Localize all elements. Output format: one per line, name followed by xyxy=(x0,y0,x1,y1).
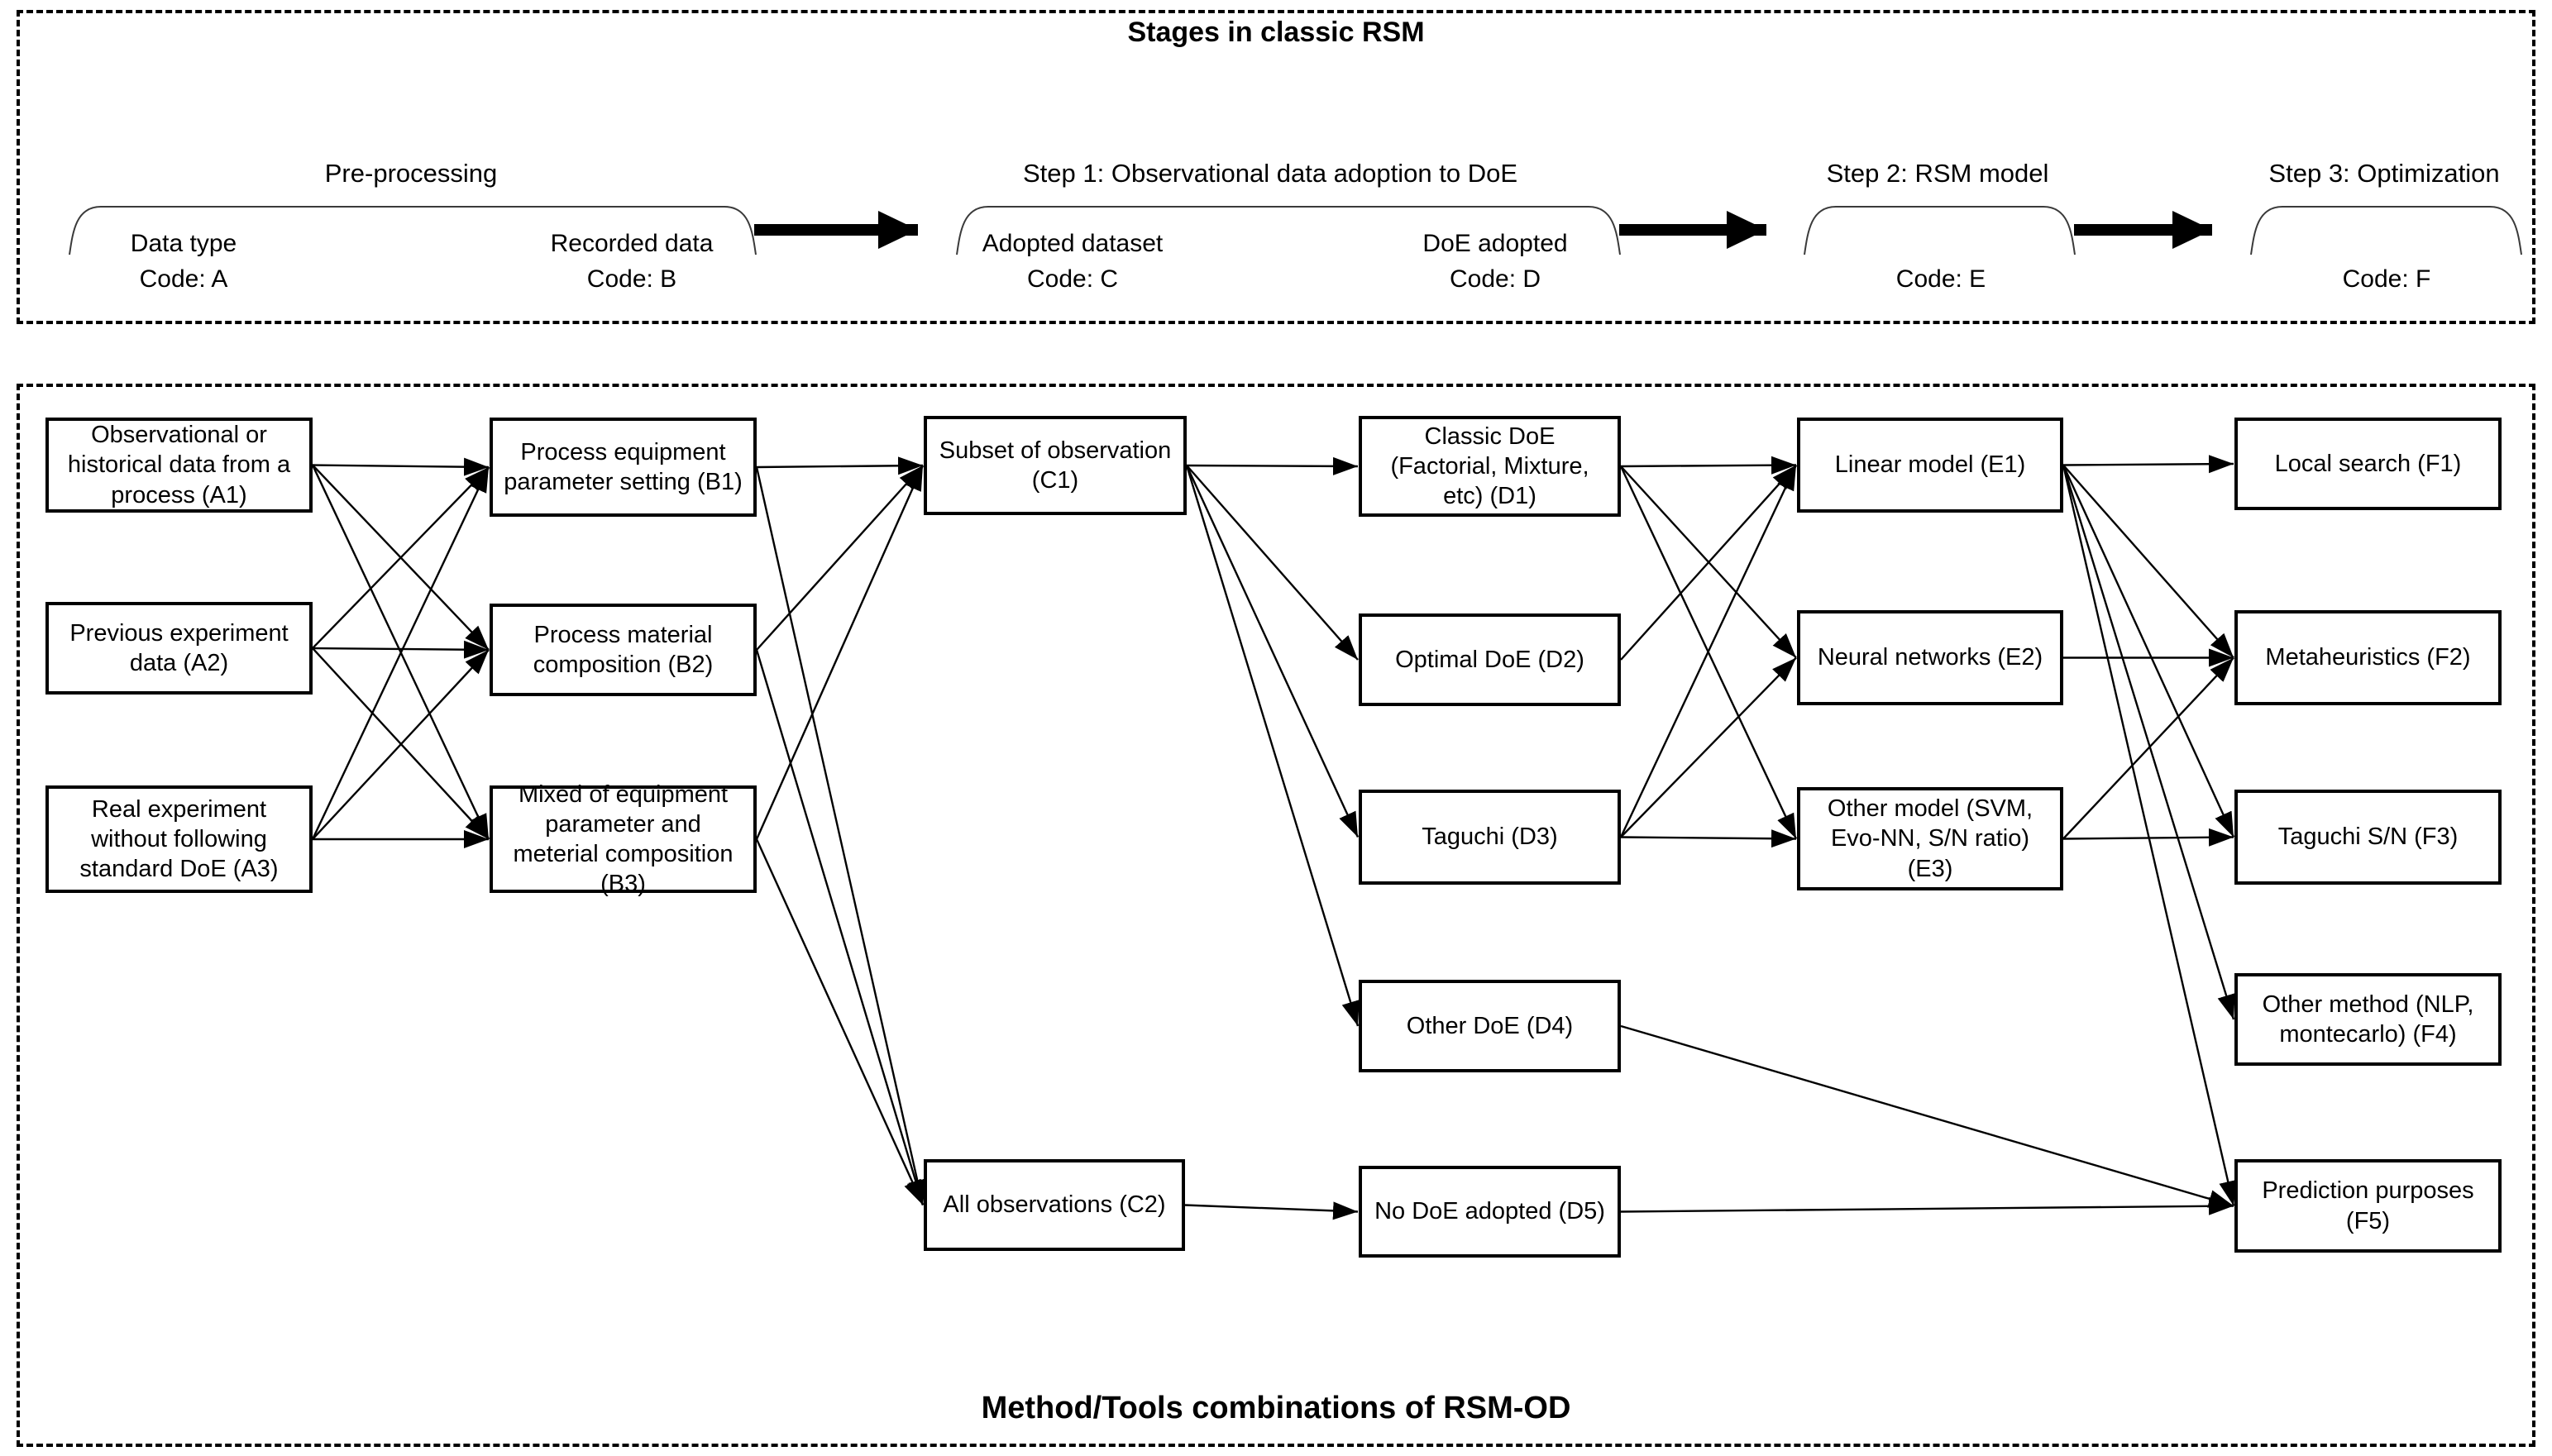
node-F2: Metaheuristics (F2) xyxy=(2234,610,2502,705)
stage-label-2: Step 1: Observational data adoption to D… xyxy=(1022,159,1518,188)
node-label-A3: Real experiment without following standa… xyxy=(79,795,279,883)
stage-1-item-1-code: Code: A xyxy=(139,265,228,293)
edge-E1-F3 xyxy=(2062,465,2235,838)
node-label-D1: Classic DoE (Factorial, Mixture, etc) (D… xyxy=(1390,422,1589,510)
stage-label-1: Pre-processing xyxy=(324,159,498,188)
edge-D1-E1 xyxy=(1620,456,1797,475)
edge-D3-E3 xyxy=(1620,829,1797,848)
edge-B3-C2 xyxy=(755,838,925,1205)
edge-D3-E1 xyxy=(1619,464,1798,838)
methods-panel-title: Method/Tools combinations of RSM-OD xyxy=(981,1391,1571,1425)
node-B3: Mixed of equipment parameter and meteria… xyxy=(490,781,757,897)
node-D4: Other DoE (D4) xyxy=(1359,980,1621,1072)
edge-A3-B2 xyxy=(312,649,490,840)
node-E3: Other model (SVM, Evo-NN, S/N ratio) (E3… xyxy=(1797,787,2063,890)
edge-E1-F2 xyxy=(2062,464,2234,659)
edge-A3-B1 xyxy=(311,466,490,840)
edge-D5-F5 xyxy=(1620,1196,2234,1215)
node-label-F1: Local search (F1) xyxy=(2274,450,2462,477)
stages-panel-title: Stages in classic RSM xyxy=(1127,17,1425,48)
edge-B2-C1 xyxy=(756,465,924,651)
node-label-D5: No DoE adopted (D5) xyxy=(1374,1198,1605,1225)
edge-B1-C1 xyxy=(756,456,924,475)
stage-1-item-1-name: Data type xyxy=(130,230,237,257)
edge-E1-F5 xyxy=(2062,465,2237,1206)
node-D5: No DoE adopted (D5) xyxy=(1359,1166,1621,1258)
edge-D4-F5 xyxy=(1620,1024,2234,1208)
stages-panel-border xyxy=(17,10,2535,324)
node-label-F2: Metaheuristics (F2) xyxy=(2265,644,2471,671)
edge-B3-C1 xyxy=(755,465,925,840)
node-B2: Process material composition (B2) xyxy=(490,604,757,696)
methods-panel-border xyxy=(17,384,2535,1447)
stage-brace-3 xyxy=(1804,206,2076,255)
node-label-C1: Subset of observation (C1) xyxy=(939,437,1172,494)
edge-E3-F3 xyxy=(2062,828,2234,847)
edge-E1-F4 xyxy=(2062,465,2235,1020)
node-A3: Real experiment without following standa… xyxy=(45,785,313,893)
edge-A1-B1 xyxy=(312,457,490,476)
edge-C1-D4 xyxy=(1185,465,1360,1027)
stage-label-3: Step 2: RSM model xyxy=(1826,159,2049,188)
edge-E1-F1 xyxy=(2062,455,2234,474)
node-label-F5: Prediction purposes (F5) xyxy=(2262,1177,2474,1234)
node-F4: Other method (NLP, montecarlo) (F4) xyxy=(2234,973,2502,1066)
stage-1-item-2-name: Recorded data xyxy=(550,230,714,257)
stage-label-4: Step 3: Optimization xyxy=(2268,159,2500,188)
stage-2-item-1-code: Code: C xyxy=(1026,265,1119,293)
node-label-B1: Process equipment parameter setting (B1) xyxy=(504,438,743,495)
node-label-F3: Taguchi S/N (F3) xyxy=(2277,823,2459,851)
node-label-E2: Neural networks (E2) xyxy=(1817,644,2043,671)
node-F5: Prediction purposes (F5) xyxy=(2234,1159,2502,1253)
stage-2-item-2-name: DoE adopted xyxy=(1422,230,1568,257)
stage-brace-2 xyxy=(956,206,1621,255)
stage-2-item-2-code: Code: D xyxy=(1449,265,1541,293)
node-C1: Subset of observation (C1) xyxy=(924,416,1187,515)
node-E2: Neural networks (E2) xyxy=(1797,610,2063,705)
edge-C1-D3 xyxy=(1185,465,1360,838)
edge-D2-E1 xyxy=(1620,464,1797,661)
edge-A2-B2 xyxy=(312,640,490,659)
node-label-B3: Mixed of equipment parameter and meteria… xyxy=(513,781,734,898)
node-label-A1: Observational or historical data from a … xyxy=(67,422,291,508)
stage-brace-4 xyxy=(2250,206,2522,255)
node-label-E3: Other model (SVM, Evo-NN, S/N ratio) (E3… xyxy=(1827,795,2033,882)
node-label-A2: Previous experiment data (A2) xyxy=(69,619,289,676)
node-A2: Previous experiment data (A2) xyxy=(45,602,313,695)
stage-2-item-1-name: Adopted dataset xyxy=(982,230,1164,257)
node-F1: Local search (F1) xyxy=(2234,418,2502,510)
stage-1-item-2-code: Code: B xyxy=(586,265,677,293)
node-C2: All observations (C2) xyxy=(924,1159,1185,1251)
edge-D3-E2 xyxy=(1620,656,1797,838)
edge-B1-C2 xyxy=(755,466,927,1205)
node-label-F4: Other method (NLP, montecarlo) (F4) xyxy=(2262,991,2474,1048)
node-label-B2: Process material composition (B2) xyxy=(533,621,714,678)
node-E1: Linear model (E1) xyxy=(1797,418,2063,513)
node-D2: Optimal DoE (D2) xyxy=(1359,613,1621,706)
edge-C1-D1 xyxy=(1186,456,1359,475)
edge-E3-F2 xyxy=(2062,656,2234,840)
edge-A2-B1 xyxy=(312,466,490,649)
edge-B2-C2 xyxy=(755,649,925,1205)
node-label-D2: Optimal DoE (D2) xyxy=(1395,646,1584,673)
node-label-D4: Other DoE (D4) xyxy=(1406,1012,1574,1039)
edge-C1-D2 xyxy=(1186,465,1359,661)
node-D3: Taguchi (D3) xyxy=(1359,790,1621,885)
stage-brace-1 xyxy=(69,206,757,255)
node-label-C2: All observations (C2) xyxy=(943,1191,1166,1219)
stage-3-item-1-code: Code: E xyxy=(1895,265,1986,293)
node-D1: Classic DoE (Factorial, Mixture, etc) (D… xyxy=(1359,416,1621,517)
stage-4-item-1-code: Code: F xyxy=(2342,265,2431,293)
node-label-E1: Linear model (E1) xyxy=(1834,451,2026,479)
edge-C2-D5 xyxy=(1184,1201,1359,1220)
node-B1: Process equipment parameter setting (B1) xyxy=(490,418,757,517)
node-A1: Observational or historical data from a … xyxy=(45,418,313,513)
node-label-D3: Taguchi (D3) xyxy=(1422,823,1558,851)
node-F3: Taguchi S/N (F3) xyxy=(2234,790,2502,885)
